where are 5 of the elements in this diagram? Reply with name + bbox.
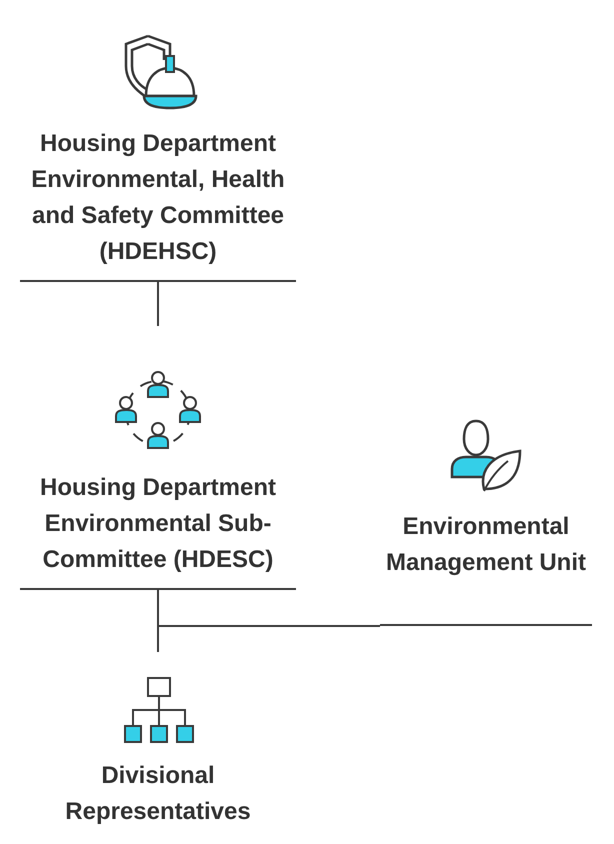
unit-name: Housing Department Environmental, Health and Safety Committee (HDEHSC) [30, 129, 286, 267]
connector-line [157, 282, 159, 326]
unit-name: Housing Department Environmental Sub-Committee (HDESC) [38, 473, 277, 575]
unit-name: Divisional Representatives [64, 761, 252, 827]
unit-name: Environmental Management Unit [384, 512, 587, 578]
